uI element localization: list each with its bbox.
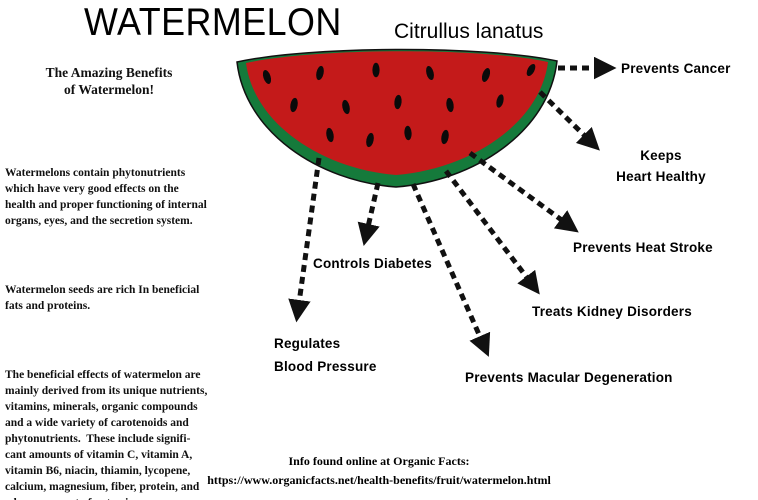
watermelon-seed [526,63,536,77]
watermelon-seed [394,94,402,110]
watermelon-seed [446,97,454,113]
dashed-arrow-regulates-blood-pressure [288,157,322,323]
dashed-arrow-controls-diabetes [357,182,381,247]
description-panel: Watermelons contain phytonutrients which… [5,133,267,500]
watermelon-seed [290,97,298,113]
dashed-arrow-prevents-heat-stroke [468,150,579,233]
benefit-label-treats-kidney-disorders: Treats Kidney Disorders [532,304,692,319]
watermelon-flesh [246,51,548,175]
watermelon-seed [326,127,334,143]
intro-paragraph: Watermelons contain phytonutrients which… [5,167,207,227]
watermelon-seed [342,99,350,115]
watermelon-seed [372,62,380,78]
footer-url: https://www.organicfacts.net/health-bene… [207,473,551,487]
benefit-label-prevents-macular-degeneration: Prevents Macular Degeneration [465,370,673,385]
footer: Info found online at Organic Facts: http… [0,452,758,490]
footer-source-text: Info found online at Organic Facts: [288,454,470,468]
watermelon-seed [441,129,449,145]
benefit-label-keeps-heart-healthy: Keeps Heart Healthy [616,148,706,184]
seeds-paragraph: Watermelon seeds are rich In beneficial … [5,284,200,312]
benefit-arrow-icons [288,56,617,357]
dashed-arrow-prevents-macular-degeneration [410,182,491,357]
nutrients-paragraph: The beneficial effects of watermelon are… [5,369,208,500]
dashed-arrow-keeps-heart-healthy [538,90,600,151]
benefit-label-prevents-heat-stroke: Prevents Heat Stroke [573,240,713,255]
page-title: WATERMELON [84,1,342,44]
benefit-label-prevents-cancer: Prevents Cancer [621,61,731,76]
watermelon-seed [262,70,272,84]
benefit-label-regulates-blood-pressure: Regulates Blood Pressure [274,336,377,374]
watermelon-seed [316,65,324,81]
watermelon-seed [366,132,374,148]
watermelon-seed [426,65,434,81]
watermelon-seed [404,125,412,141]
watermelon-slice-illustration [236,48,558,188]
watermelon-seed [481,68,491,82]
watermelon-seeds [262,62,536,148]
dashed-arrow-treats-kidney-disorders [444,169,540,295]
scientific-name: Citrullus lanatus [394,20,544,43]
benefit-label-controls-diabetes: Controls Diabetes [313,256,432,271]
benefits-heading: The Amazing Benefits of Watermelon! [45,65,173,97]
watermelon-seed [496,94,504,108]
